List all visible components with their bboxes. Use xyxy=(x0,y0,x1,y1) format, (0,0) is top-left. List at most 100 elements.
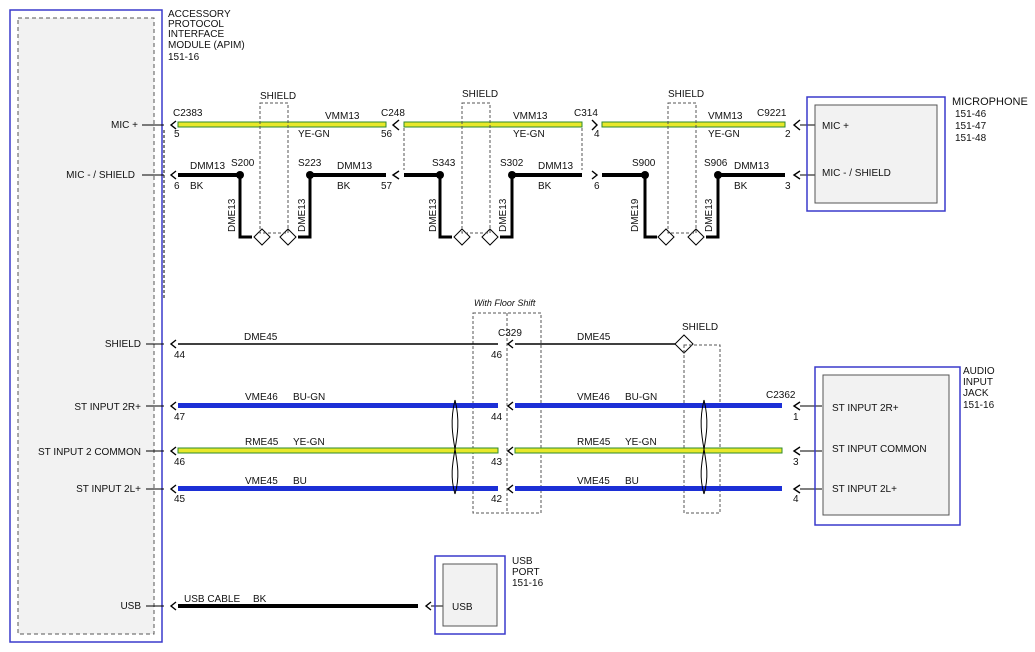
pin-1: 1 xyxy=(793,412,799,423)
wire-bu-a: BU xyxy=(293,476,307,487)
pin-44: 44 xyxy=(174,350,186,361)
pin-6b: 6 xyxy=(594,181,600,192)
connector-c2362: C2362 xyxy=(766,390,796,401)
pin-46c: 46 xyxy=(174,457,186,468)
pin-42: 42 xyxy=(491,494,503,505)
connector-c2383: C2383 xyxy=(173,108,203,119)
wire-rme45-b: RME45 xyxy=(577,437,611,448)
wire-dme13-b: DME13 xyxy=(297,198,308,232)
wire-vmm13-c: VMM13 xyxy=(708,111,743,122)
pin-5: 5 xyxy=(174,129,180,140)
wire-dmm13-d: DMM13 xyxy=(734,161,769,172)
pin-56: 56 xyxy=(381,129,393,140)
mic-title: MICROPHONE xyxy=(952,96,1028,108)
mic-ref-2: 151-47 xyxy=(955,121,987,132)
pin-6: 6 xyxy=(174,181,180,192)
mic-pin-plus: MIC + xyxy=(822,121,849,132)
wire-bk-a: BK xyxy=(190,181,204,192)
shield-label-1: SHIELD xyxy=(260,91,296,102)
pin-45: 45 xyxy=(174,494,186,505)
usb-label-3: 151-16 xyxy=(512,578,544,589)
wire-vme46-a: VME46 xyxy=(245,392,278,403)
wire-yegn-c: YE-GN xyxy=(708,129,740,140)
wire-dmm13-c: DMM13 xyxy=(538,161,573,172)
jack-pin-2r: ST INPUT 2R+ xyxy=(832,403,899,414)
wire-yegn-d: YE-GN xyxy=(293,437,325,448)
wire-bk-c: BK xyxy=(538,181,552,192)
apim-pin-labels: MIC + MIC - / SHIELD SHIELD ST INPUT 2R+… xyxy=(38,120,141,612)
shield-wire: SHIELD DME45 DME45 44 46 xyxy=(174,322,721,514)
pin-43: 43 xyxy=(491,457,503,468)
mic-minus-labels: SHIELD SHIELD SHIELD DMM13 BK 6 S200 S22… xyxy=(174,89,791,232)
twisted-pair-marks xyxy=(451,399,708,495)
pin-leads xyxy=(142,124,165,607)
jack-label-3: JACK xyxy=(963,388,989,399)
wire-dme13-e: DME13 xyxy=(704,198,715,232)
mic-plus-wire xyxy=(177,119,815,131)
apim-label-3: INTERFACE xyxy=(168,29,224,40)
jack-label-1: AUDIO xyxy=(963,366,995,377)
floor-shift-section: With Floor Shift C329 xyxy=(472,298,542,514)
st-common-wire: RME45 YE-GN RME45 YE-GN 46 43 3 xyxy=(174,437,822,468)
usb-port: USB USB PORT 151-16 xyxy=(434,555,544,635)
wire-vme46-b: VME46 xyxy=(577,392,610,403)
pin-2: 2 xyxy=(785,129,791,140)
splice-s302: S302 xyxy=(500,158,524,169)
wire-dme13-d: DME13 xyxy=(498,198,509,232)
pin-label-shield: SHIELD xyxy=(105,339,141,350)
splice-s343: S343 xyxy=(432,158,456,169)
jack-pin-common: ST INPUT COMMON xyxy=(832,444,927,455)
connector-c329: C329 xyxy=(498,328,522,339)
wire-rme45-a: RME45 xyxy=(245,437,279,448)
wire-vme45-b: VME45 xyxy=(577,476,610,487)
wire-dmm13-b: DMM13 xyxy=(337,161,372,172)
splice-s900: S900 xyxy=(632,158,656,169)
apim-module: ACCESSORY PROTOCOL INTERFACE MODULE (API… xyxy=(9,9,245,643)
pin-4b: 4 xyxy=(793,494,799,505)
wire-vmm13-b: VMM13 xyxy=(513,111,548,122)
pin-46b: 46 xyxy=(491,350,503,361)
wire-vmm13-a: VMM13 xyxy=(325,111,360,122)
apim-label-1: ACCESSORY xyxy=(168,9,231,20)
splice-s200: S200 xyxy=(231,158,255,169)
apim-label-4: MODULE (APIM) xyxy=(168,40,245,51)
mic-ref-1: 151-46 xyxy=(955,109,987,120)
pin-label-usb: USB xyxy=(120,601,141,612)
jack-label-2: INPUT xyxy=(963,377,993,388)
wire-bk-d: BK xyxy=(734,181,748,192)
connector-c314: C314 xyxy=(574,108,598,119)
pin-label-st-2r: ST INPUT 2R+ xyxy=(74,402,141,413)
pin-label-st-common: ST INPUT 2 COMMON xyxy=(38,447,141,458)
apim-connector-arrows xyxy=(169,120,177,611)
pin-3b: 3 xyxy=(793,457,799,468)
apim-label-2: PROTOCOL xyxy=(168,19,224,30)
pin-44b: 44 xyxy=(491,412,503,423)
usb-label-1: USB xyxy=(512,556,533,567)
usb-port-pin: USB xyxy=(452,602,473,613)
mic-minus-wire xyxy=(178,170,815,239)
mic-ref-3: 151-48 xyxy=(955,133,987,144)
wire-dme13-c: DME13 xyxy=(428,198,439,232)
pin-label-mic-plus: MIC + xyxy=(111,120,138,131)
pin-47: 47 xyxy=(174,412,186,423)
audio-input-jack: ST INPUT 2R+ ST INPUT COMMON ST INPUT 2L… xyxy=(814,366,995,526)
pin-4: 4 xyxy=(594,129,600,140)
wire-dme45-a: DME45 xyxy=(244,332,278,343)
wire-dme45-b: DME45 xyxy=(577,332,611,343)
wire-bugn-a: BU-GN xyxy=(293,392,325,403)
wire-dmm13-a: DMM13 xyxy=(190,161,225,172)
pin-label-mic-minus: MIC - / SHIELD xyxy=(66,170,135,181)
splice-s223: S223 xyxy=(298,158,322,169)
wire-bk-b: BK xyxy=(337,181,351,192)
pin-label-st-2l: ST INPUT 2L+ xyxy=(76,484,141,495)
connector-c9221: C9221 xyxy=(757,108,787,119)
pin-57: 57 xyxy=(381,181,393,192)
splice-s906: S906 xyxy=(704,158,728,169)
wire-dme19: DME19 xyxy=(630,198,641,232)
wire-usb-cable: USB CABLE xyxy=(184,594,240,605)
shield-label-3: SHIELD xyxy=(668,89,704,100)
jack-label-4: 151-16 xyxy=(963,400,995,411)
mic-shield-boxes xyxy=(259,102,697,234)
wire-bu-b: BU xyxy=(625,476,639,487)
